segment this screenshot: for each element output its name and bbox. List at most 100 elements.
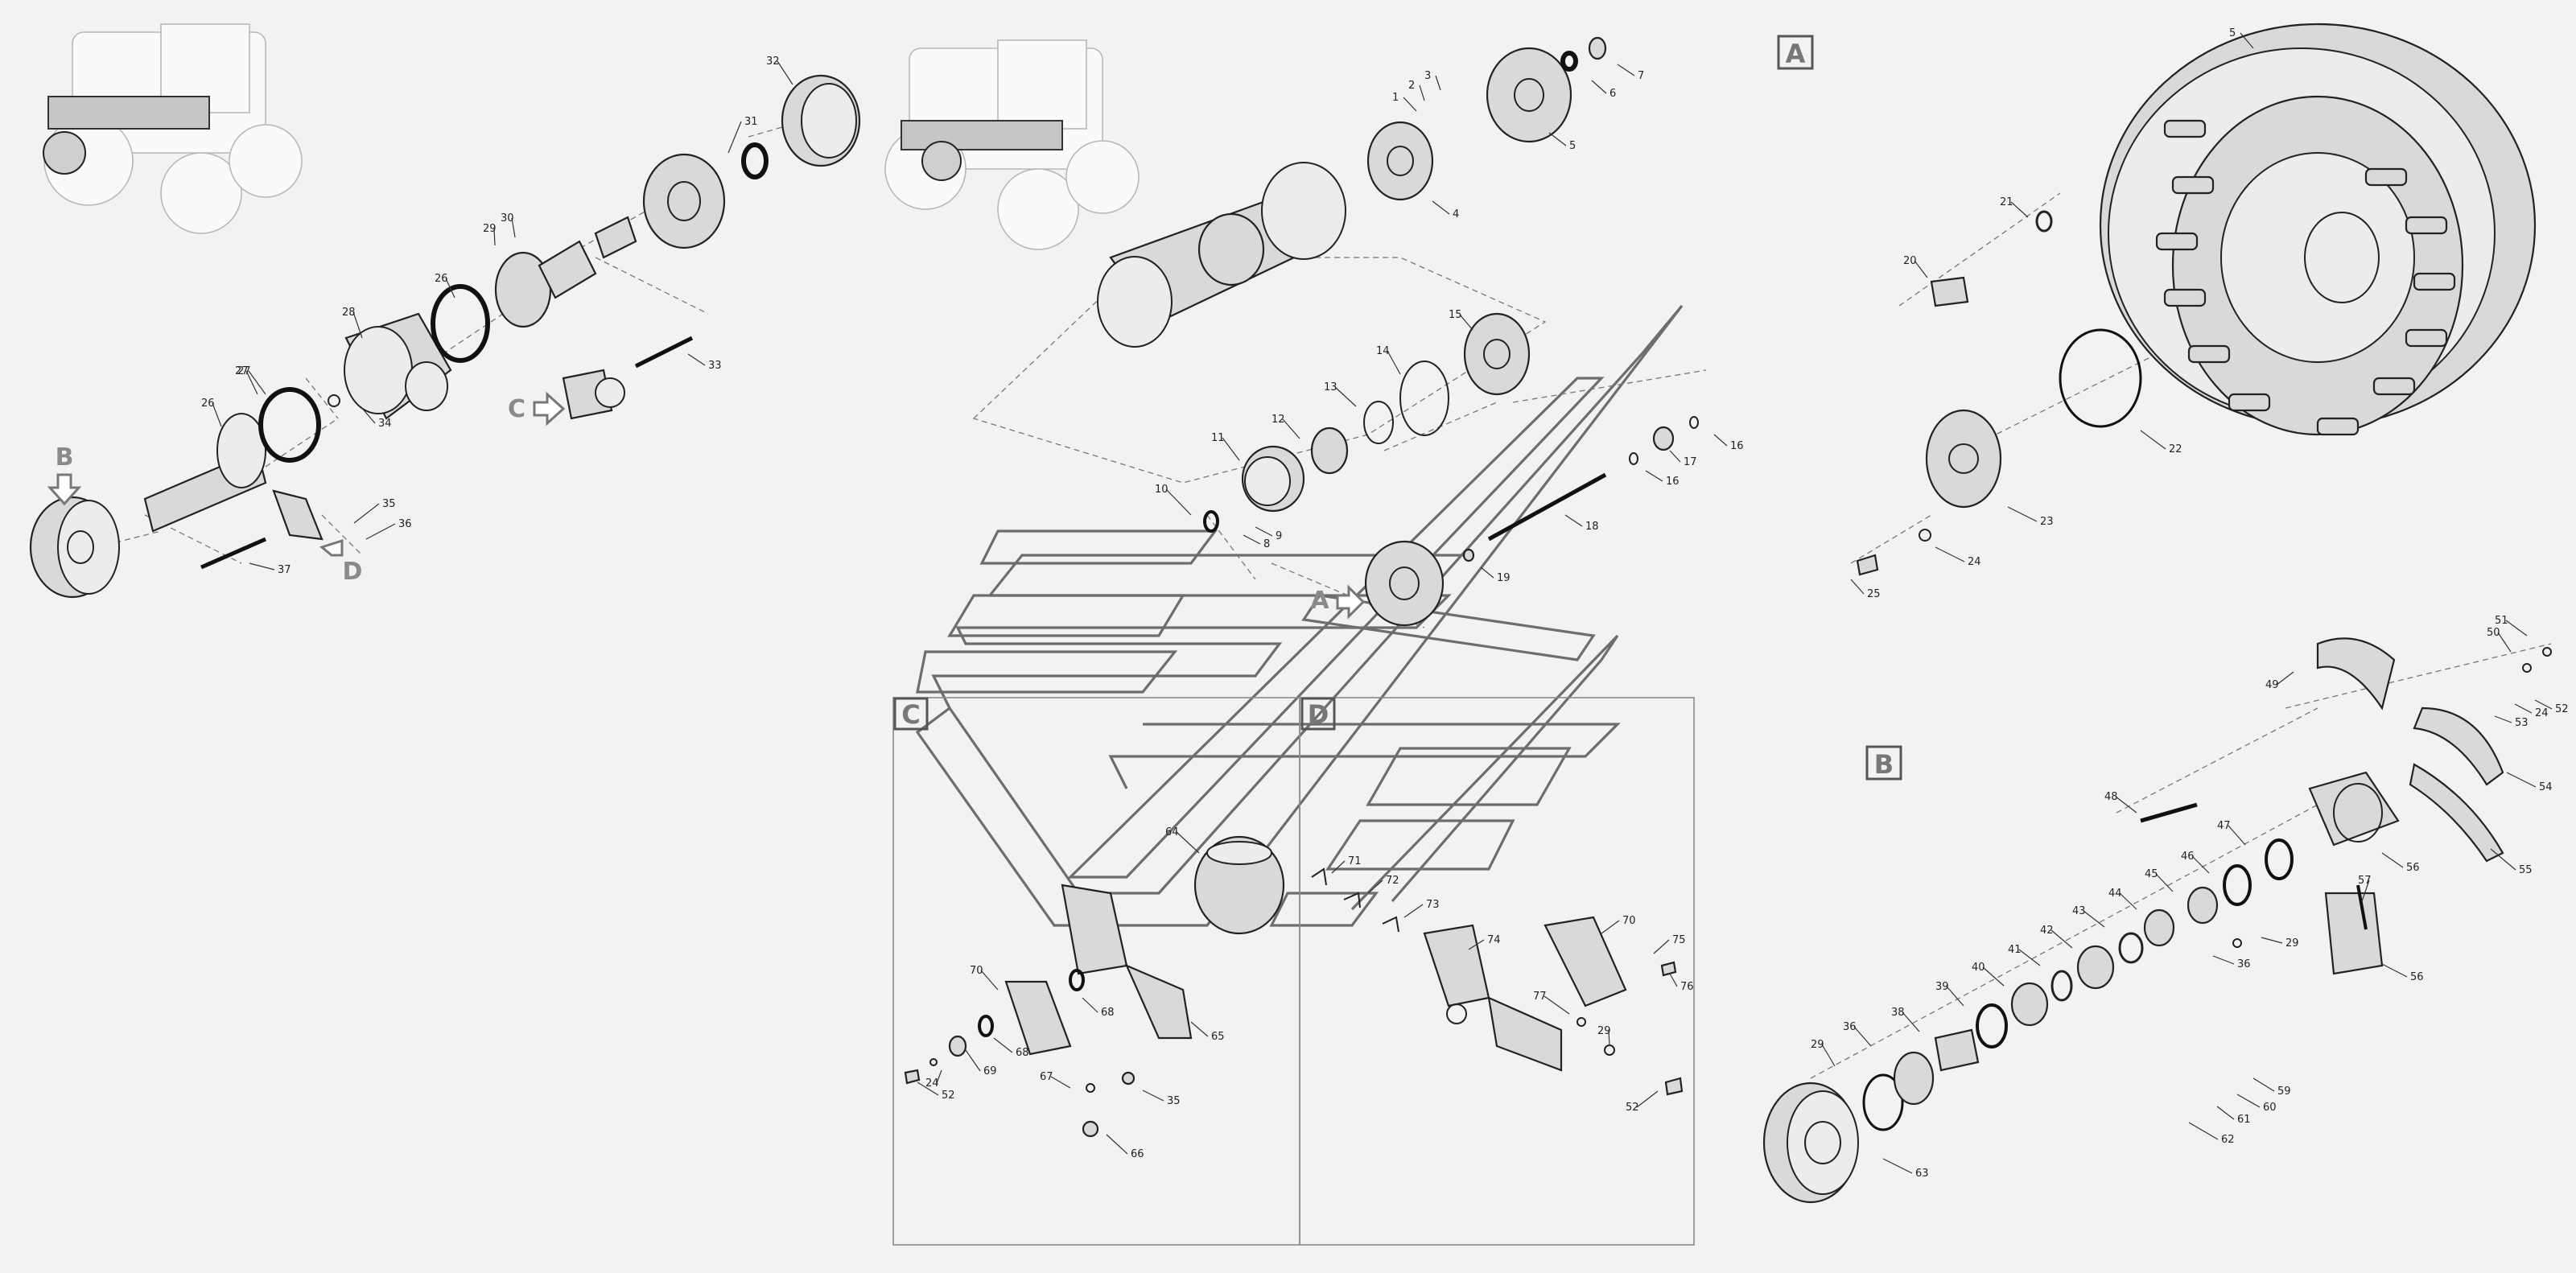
callout-number: 32 <box>766 56 780 68</box>
callout-number: 9 <box>1276 530 1282 542</box>
callout-leader-line <box>1367 880 1383 894</box>
callout-leader-line <box>2505 620 2528 636</box>
callout-number: 76 <box>1680 981 1694 993</box>
callout-number: 45 <box>2145 868 2158 880</box>
callout-leader-line <box>1190 1021 1209 1037</box>
arrow-a-icon: A <box>1310 584 1366 620</box>
callout-number: 35 <box>1167 1095 1181 1107</box>
callout-number: 64 <box>1165 826 1179 838</box>
callout-number: 11 <box>1211 432 1225 444</box>
svg-text:A: A <box>1786 39 1806 69</box>
svg-text:C: C <box>901 699 920 730</box>
callout-leader-line <box>352 311 363 339</box>
callout-number: 38 <box>1891 1007 1905 1019</box>
callout-leader-line <box>1645 470 1663 482</box>
view-letter-c-box: C <box>893 697 929 731</box>
callout-leader-line <box>493 228 496 246</box>
callout-leader-line <box>1882 1158 1913 1174</box>
tractor-sketch-icon <box>884 39 1140 250</box>
callout-leader-line <box>1403 97 1417 112</box>
callout-number: 51 <box>2495 615 2508 627</box>
callout-number: 36 <box>2237 958 2251 970</box>
callout-number: 35 <box>382 498 396 510</box>
callout-number: 5 <box>1569 140 1576 152</box>
callout-number: 50 <box>2487 627 2500 639</box>
callout-number: 2 <box>1408 80 1415 92</box>
callout-leader-line <box>1142 1090 1164 1102</box>
callout-leader-line <box>1468 939 1485 950</box>
callout-leader-line <box>1821 1044 1836 1067</box>
callout-labels: 2627282930313233343536372627123456789101… <box>201 27 2569 1180</box>
callout-number: 8 <box>1263 538 1270 550</box>
callout-leader-line <box>1243 534 1261 545</box>
callout-number: 16 <box>1666 476 1680 488</box>
callout-leader-line <box>1946 986 1964 1007</box>
callout-number: 30 <box>501 212 514 225</box>
callout-number: 74 <box>1487 934 1501 946</box>
axle-assembly-left <box>29 74 861 599</box>
callout-number: 66 <box>1131 1148 1144 1160</box>
callout-leader-line <box>777 60 793 85</box>
callout-leader-line <box>1935 546 1965 562</box>
callout-leader-line <box>2018 949 2041 966</box>
callout-number: 18 <box>1585 521 1599 533</box>
callout-leader-line <box>2381 852 2404 868</box>
callout-leader-line <box>965 1049 981 1072</box>
callout-leader-line <box>1334 386 1357 407</box>
svg-text:B: B <box>56 443 74 472</box>
callout-leader-line <box>2252 1077 2275 1092</box>
callout-leader-line <box>2534 699 2553 710</box>
callout-number: 4 <box>1453 208 1459 220</box>
callout-leader-line <box>1636 1090 1659 1108</box>
callout-number: 44 <box>2108 888 2122 900</box>
callout-leader-line <box>360 406 376 424</box>
callout-number: 56 <box>2406 862 2420 874</box>
callout-leader-line <box>2188 1122 2219 1140</box>
callout-leader-line <box>2140 430 2166 450</box>
callout-leader-line <box>1564 514 1583 527</box>
callout-number: 5 <box>2229 27 2236 39</box>
callout-leader-line <box>511 217 516 238</box>
callout-leader-line <box>1419 84 1425 101</box>
callout-number: 26 <box>435 273 448 285</box>
callout-number: 67 <box>1040 1071 1053 1083</box>
callout-number: 17 <box>1684 456 1697 468</box>
callout-number: 60 <box>2263 1102 2277 1114</box>
callout-number: 77 <box>1533 991 1547 1003</box>
arrow-d-icon: D <box>319 538 362 586</box>
callout-leader-line <box>2381 963 2408 978</box>
callout-leader-line <box>2050 929 2073 949</box>
callout-leader-line <box>1222 437 1240 461</box>
callout-number: 21 <box>2000 196 2013 208</box>
callout-number: 63 <box>1915 1168 1929 1180</box>
callout-leader-line <box>1902 1011 1920 1032</box>
callout-number: 65 <box>1211 1031 1225 1043</box>
logo-watermark-icon <box>915 304 1684 927</box>
callout-number: 29 <box>483 223 497 235</box>
view-d-frame <box>1299 697 1695 1246</box>
callout-number: 10 <box>1155 484 1168 496</box>
callout-leader-line <box>2236 1094 2261 1108</box>
callout-leader-line <box>1850 579 1865 595</box>
tractor-sketch-icon <box>43 23 303 234</box>
callout-leader-line <box>1914 260 1928 278</box>
callout-number: 3 <box>1424 70 1431 82</box>
callout-leader-line <box>1387 350 1401 375</box>
callout-number: 24 <box>925 1077 939 1090</box>
callout-leader-line <box>212 402 222 427</box>
callout-leader-line <box>1106 1134 1128 1155</box>
callout-number: 61 <box>2237 1114 2251 1126</box>
callout-number: 73 <box>1426 899 1440 911</box>
callout-number: 49 <box>2265 679 2279 691</box>
callout-number: 39 <box>1935 981 1949 993</box>
callout-leader-line <box>1331 860 1346 874</box>
callout-leader-line <box>1601 920 1620 934</box>
callout-number: 31 <box>744 116 758 128</box>
callout-leader-line <box>2497 632 2512 653</box>
callout-leader-line <box>993 1037 1013 1053</box>
callout-leader-line <box>1653 939 1670 954</box>
callout-number: 20 <box>1903 255 1917 267</box>
callout-leader-line <box>1282 418 1300 439</box>
planetary-assembly-middle <box>972 36 1707 628</box>
callout-number: 28 <box>342 307 356 319</box>
